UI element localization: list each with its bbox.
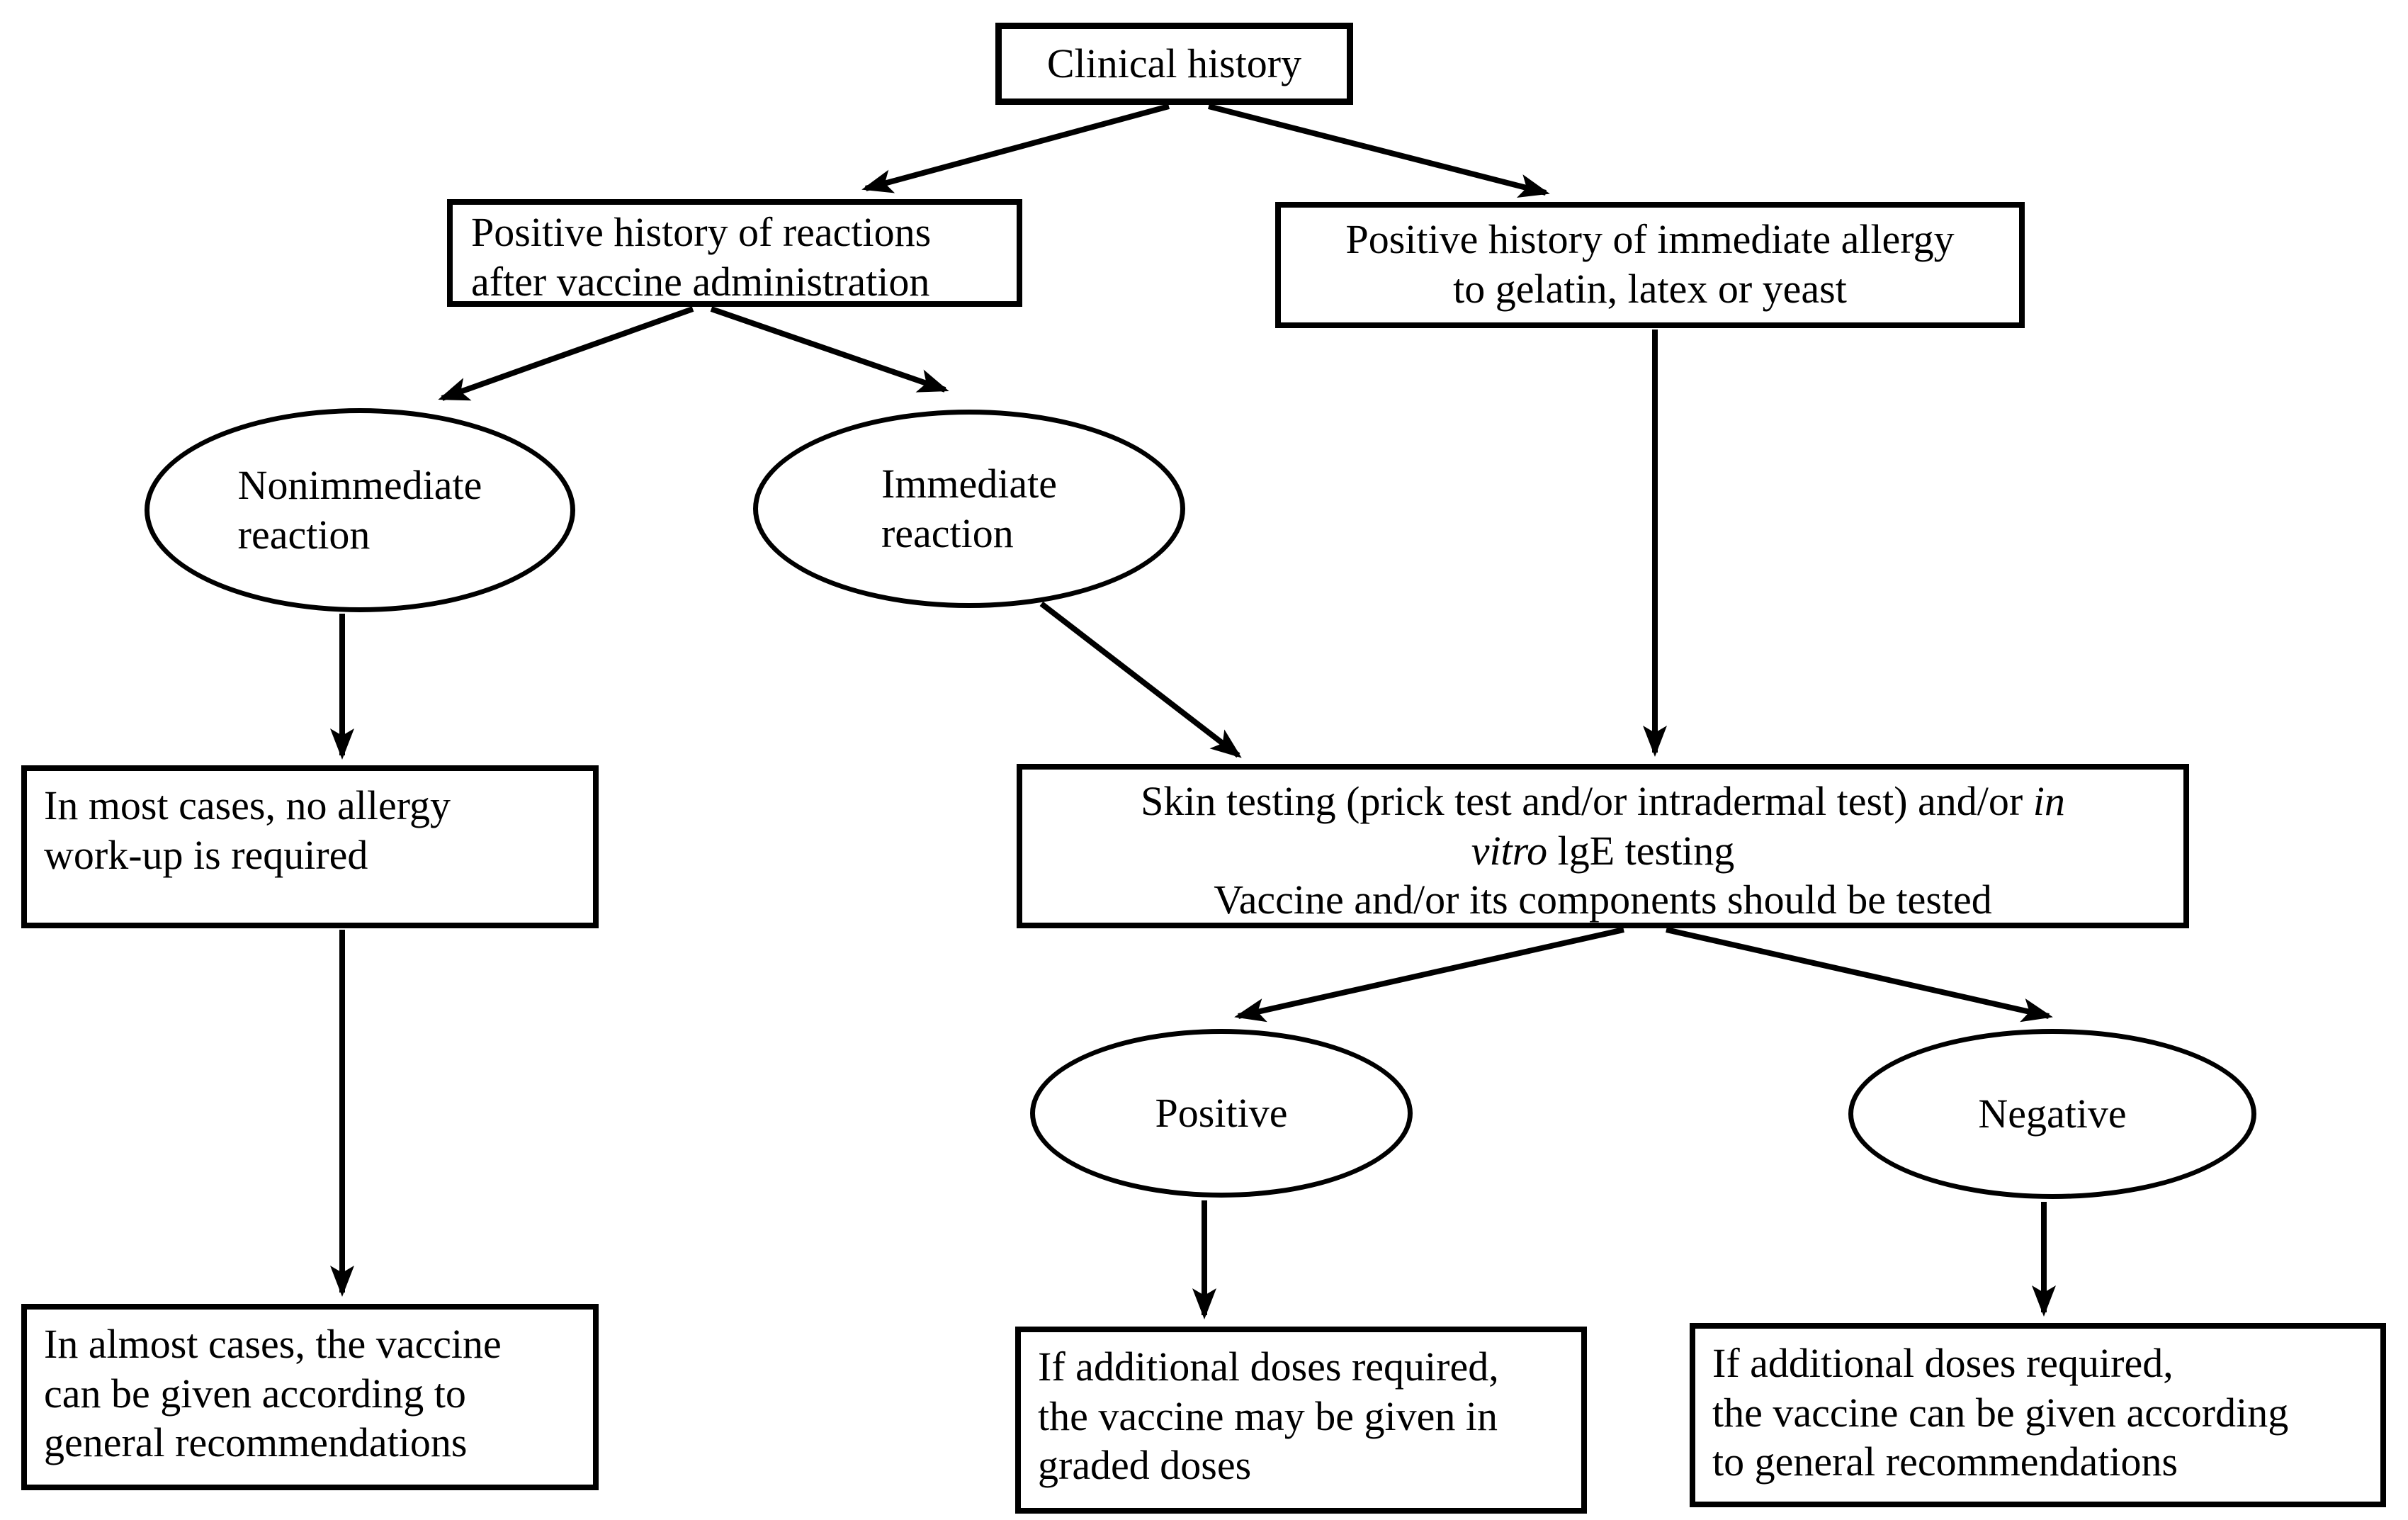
node-skin-testing: Skin testing (prick test and/or intrader… [1017,764,2189,928]
node-clinical-history: Clinical history [995,23,1353,105]
node-give-general-recommendations: In almost cases, the vaccine can be give… [21,1304,599,1490]
node-positive-history-reactions: Positive history of reactions after vacc… [447,199,1022,307]
node-negative-result: Negative [1848,1029,2256,1199]
edge-clinical-to-allergy [1208,103,1550,198]
give-general-recommendations-label: In almost cases, the vaccine can be give… [44,1321,502,1466]
negative-result-label: Negative [1978,1091,2127,1137]
edge-skintesting-to-negative [1666,927,2053,1023]
node-positive-history-allergy: Positive history of immediate allergy to… [1275,202,2025,328]
skin-testing-line3: Vaccine and/or its components should be … [1214,877,1992,923]
node-immediate-reaction: Immediate reaction [753,410,1185,608]
nonimmediate-reaction-label: Nonimmediate reaction [237,462,482,558]
node-positive-result: Positive [1030,1029,1413,1198]
node-graded-doses: If additional doses required, the vaccin… [1015,1327,1587,1514]
no-allergy-workup-label: In most cases, no allergy work-up is req… [44,782,451,878]
immediate-reaction-label: Immediate reaction [881,461,1057,556]
node-nonimmediate-reaction: Nonimmediate reaction [145,408,575,612]
clinical-history-label: Clinical history [1046,40,1302,87]
positive-history-reactions-label: Positive history of reactions after vacc… [471,209,932,305]
edge-skintesting-to-positive [1234,927,1624,1023]
skin-testing-line1: Skin testing (prick test and/or intrader… [1141,778,2065,824]
edge-reactions-to-nonimmediate [438,306,694,401]
positive-history-allergy-label: Positive history of immediate allergy to… [1345,216,1955,312]
node-additional-doses-general: If additional doses required, the vaccin… [1690,1323,2386,1507]
edge-reactions-to-immediate [710,306,949,393]
edge-clinical-to-reactions [861,103,1170,193]
skin-testing-line2: vitro lgE testing [1471,827,1735,874]
additional-doses-general-label: If additional doses required, the vaccin… [1712,1340,2289,1485]
edge-immediate-to-skintesting [1039,601,1242,758]
graded-doses-label: If additional doses required, the vaccin… [1038,1344,1499,1489]
node-no-allergy-workup: In most cases, no allergy work-up is req… [21,765,599,928]
positive-result-label: Positive [1155,1090,1288,1137]
